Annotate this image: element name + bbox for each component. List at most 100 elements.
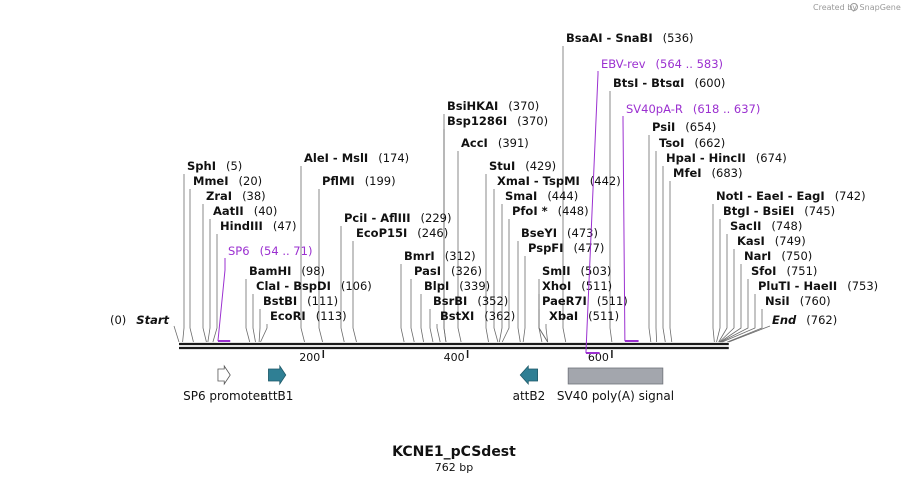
restriction-site-label: PsiI(654) — [652, 120, 716, 134]
feature-arrow — [217, 364, 231, 386]
restriction-site-label: SmlI(503) — [542, 264, 611, 278]
restriction-site-label: KasI(749) — [737, 234, 806, 248]
restriction-site-label: PasI(326) — [414, 264, 482, 278]
restriction-site-label: MmeI(20) — [193, 174, 262, 188]
restriction-site-label: SmaI(444) — [505, 189, 578, 203]
site-leader-line — [648, 135, 652, 343]
restriction-site-label: AatII(40) — [213, 204, 277, 218]
site-leader-line — [722, 294, 756, 343]
primers: SP6(54 .. 71)EBV-rev(564 .. 583)SV40pA-R… — [217, 57, 760, 354]
site-leader-line — [410, 279, 415, 343]
restriction-site-label: NotI - EaeI - EagI(742) — [716, 189, 866, 203]
restriction-site-label: BtsI - BtsαI(600) — [613, 76, 725, 90]
site-leader-line — [716, 219, 721, 343]
primer-leader-line — [622, 116, 626, 342]
site-leader-line — [718, 234, 728, 343]
restriction-site-label: NarI(750) — [744, 249, 812, 263]
restriction-site-label: BlpI(339) — [424, 279, 490, 293]
sequence-backbone — [179, 342, 729, 350]
restriction-site-label: XbaI(511) — [549, 309, 619, 323]
restriction-site-label: SacII(748) — [730, 219, 802, 233]
restriction-site-label: BsrBI(352) — [433, 294, 508, 308]
site-leader-line — [712, 204, 715, 343]
restriction-site-label: BsaAI - SnaBI(536) — [566, 31, 694, 45]
primer-label: EBV-rev(564 .. 583) — [601, 57, 723, 71]
restriction-site-label: TsoI(662) — [659, 136, 725, 150]
snapgene-credit: Created by SnapGene — [813, 3, 901, 12]
site-leader-line — [260, 324, 268, 343]
feature-label: SP6 promoter — [183, 389, 265, 403]
restriction-site-label: HpaI - HincII(674) — [666, 151, 787, 165]
restriction-site-label: BseYI(473) — [521, 226, 598, 240]
site-leader-line — [202, 204, 207, 343]
feature-arrow — [519, 364, 538, 386]
site-leader-line — [318, 189, 323, 343]
site-leader-line — [609, 91, 613, 343]
restriction-site-label: XmaI - TspMI(442) — [497, 174, 621, 188]
restriction-site-label: SfoI(751) — [751, 264, 817, 278]
ruler-tick-label: 200 — [299, 351, 320, 364]
leader-lines — [173, 46, 771, 343]
end-leader-line — [173, 325, 180, 343]
plasmid-name: KCNE1_pCSdest — [392, 444, 516, 460]
site-leader-line — [182, 174, 185, 343]
restriction-site-label: PflMI(199) — [322, 174, 396, 188]
restriction-site-label: XhoI(511) — [542, 279, 612, 293]
ruler-tick-label: 400 — [444, 351, 465, 364]
restriction-site-label: PspFI(477) — [528, 241, 604, 255]
restriction-site-label: BsiHKAI(370) — [447, 99, 539, 113]
site-leader-line — [719, 264, 742, 343]
restriction-site-label: Bsp1286I(370) — [447, 114, 548, 128]
restriction-site-label: MfeI(683) — [673, 166, 742, 180]
feature-box — [567, 367, 664, 385]
site-leader-line — [252, 294, 256, 343]
site-leader-line — [300, 166, 305, 343]
restriction-site-label: EcoRI(113) — [270, 309, 347, 323]
restriction-site-label: PciI - AflIII(229) — [344, 211, 451, 225]
site-leader-line — [719, 249, 735, 343]
site-leader-line — [493, 189, 499, 343]
restriction-site-label: PaeR7I(511) — [542, 294, 628, 308]
site-leader-line — [400, 264, 405, 343]
site-leader-line — [662, 166, 666, 343]
restriction-site-label: BmrI(312) — [404, 249, 476, 263]
site-leader-line — [429, 309, 434, 343]
site-leader-line — [720, 279, 749, 343]
site-leader-line — [258, 309, 261, 343]
restriction-site-label: AccI(391) — [461, 136, 529, 150]
primer-leader-line — [585, 71, 599, 354]
restriction-site-label: StuI(429) — [489, 159, 556, 173]
restriction-site-label: BamHI(98) — [249, 264, 325, 278]
feature-arrow — [268, 364, 287, 386]
snapgene-logo-icon — [850, 3, 858, 11]
restriction-site-label: AleI - MslI(174) — [304, 151, 409, 165]
feature-label: SV40 poly(A) signal — [557, 389, 674, 403]
site-leader-line — [443, 129, 447, 343]
site-leader-line — [522, 256, 526, 343]
site-leader-line — [517, 241, 521, 343]
end-marker-label: End(762) — [772, 313, 837, 327]
site-leader-line — [485, 174, 489, 343]
restriction-site-label: EcoP15I(246) — [356, 226, 448, 240]
end-leader-line — [728, 325, 771, 343]
site-leader-line — [420, 294, 424, 343]
feature-label: attB1 — [261, 389, 294, 403]
restriction-site-label: BtgI - BsiEI(745) — [723, 204, 835, 218]
ruler: 200 400 600 — [299, 350, 613, 364]
site-leader-line — [727, 309, 763, 343]
primer-label: SV40pA-R(618 .. 637) — [626, 102, 760, 116]
feature-label: attB2 — [513, 389, 546, 403]
primer-leader-line — [217, 258, 226, 342]
ruler-tick-label: 600 — [588, 351, 609, 364]
site-leader-line — [655, 151, 658, 343]
site-leader-line — [545, 324, 549, 343]
restriction-site-label: BstXI(362) — [440, 309, 515, 323]
site-leader-line — [538, 309, 549, 343]
site-leader-line — [212, 234, 218, 343]
site-leader-line — [498, 204, 503, 343]
site-labels: SphI(5)MmeI(20)ZraI(38)AatII(40)HindIII(… — [110, 31, 878, 327]
site-leader-line — [669, 181, 673, 343]
site-leader-line — [245, 279, 251, 343]
